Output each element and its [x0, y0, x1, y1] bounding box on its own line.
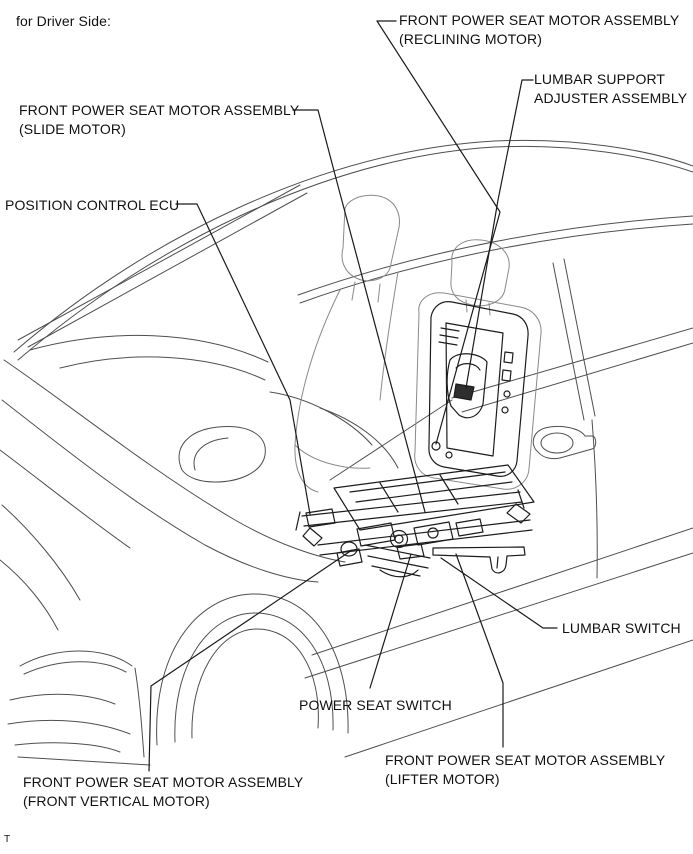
footer-mark: T — [4, 834, 11, 845]
power-seat-assembly — [295, 301, 535, 578]
caption-text: for Driver Side: — [16, 13, 111, 29]
label-power-seat-switch: POWER SEAT SWITCH — [299, 697, 452, 713]
leader-front-vertical-motor — [148, 549, 353, 772]
label-front-vertical-motor: FRONT POWER SEAT MOTOR ASSEMBLY (FRONT V… — [23, 774, 304, 809]
leader-lines — [148, 20, 558, 772]
leader-power-seat-switch — [369, 553, 412, 689]
car-body-outline — [0, 139, 693, 766]
leader-position-control-ecu — [175, 203, 311, 515]
leader-reclining-motor — [376, 20, 501, 445]
leader-slide-motor — [292, 109, 426, 513]
leader-lifter-motor — [455, 553, 504, 748]
label-lumbar-switch: LUMBAR SWITCH — [562, 620, 681, 636]
label-lifter-motor: FRONT POWER SEAT MOTOR ASSEMBLY (LIFTER … — [385, 752, 666, 787]
label-position-control-ecu: POSITION CONTROL ECU — [5, 197, 180, 213]
leader-lumbar-support — [465, 79, 534, 389]
label-slide-motor: FRONT POWER SEAT MOTOR ASSEMBLY (SLIDE M… — [19, 102, 300, 137]
diagram-caption: for Driver Side: — [16, 12, 111, 31]
label-reclining-motor: FRONT POWER SEAT MOTOR ASSEMBLY (RECLINI… — [399, 12, 680, 47]
leader-lumbar-switch — [440, 557, 558, 629]
label-lumbar-support-adjuster: LUMBAR SUPPORT ADJUSTER ASSEMBLY — [534, 71, 688, 106]
